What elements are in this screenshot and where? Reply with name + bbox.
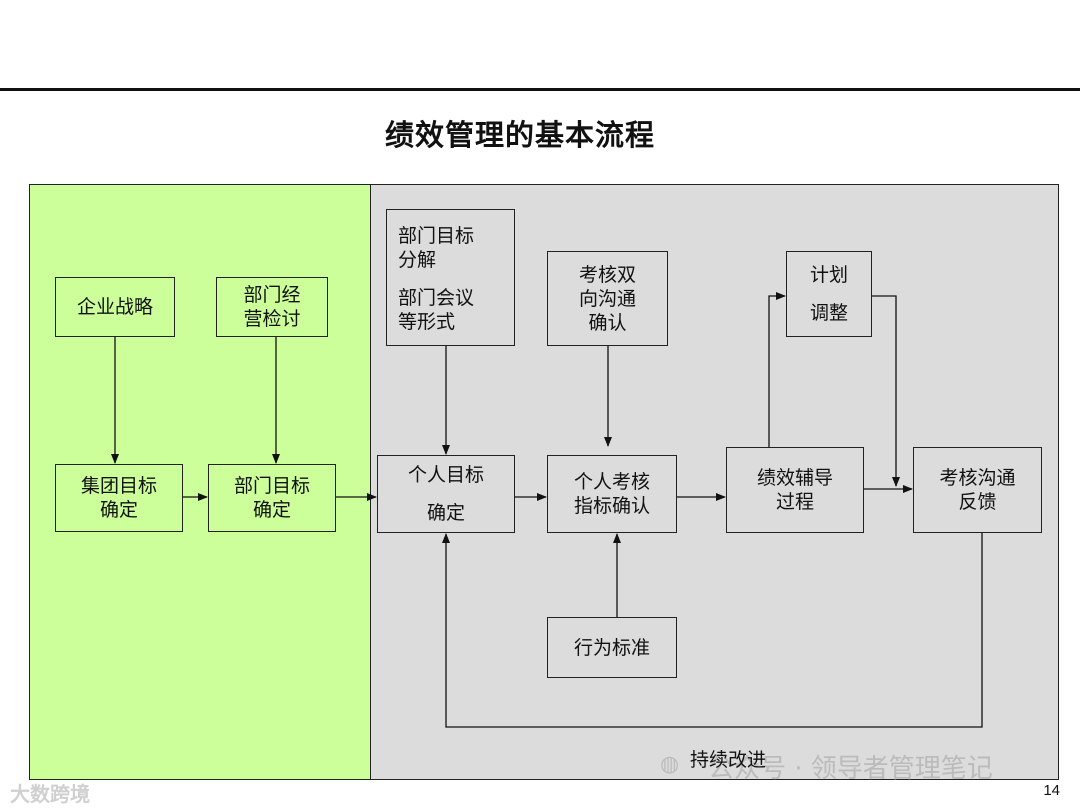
box-line: 向沟通 [578, 287, 636, 310]
arrow-plan-adjust-to-feedback [872, 295, 900, 487]
box-line: 计划 [809, 264, 848, 286]
box-two-way-confirm: 考核双 向沟通 确认 [547, 251, 668, 346]
top-rule [0, 88, 1080, 91]
box-dept-review: 部门经 营检讨 [216, 277, 328, 337]
box-line: 分解 [398, 249, 437, 271]
box-line: 绩效辅导 [756, 467, 833, 489]
box-line: 企业战略 [76, 296, 153, 318]
box-line: 部门目标 [233, 475, 310, 497]
box-personal-index: 个人考核 指标确认 [547, 455, 677, 533]
box-line: 考核双 [578, 263, 636, 286]
box-line: 确定 [99, 499, 138, 521]
page-number: 14 [1043, 782, 1060, 799]
box-line: 个人目标 [407, 464, 484, 486]
box-line: 反馈 [958, 491, 997, 513]
arrow-feedback-loop-to-personal-goal [442, 533, 983, 728]
box-line: 集团目标 [80, 475, 157, 497]
page-title: 绩效管理的基本流程 [384, 118, 655, 152]
box-line: 调整 [809, 302, 848, 324]
box-line: 指标确认 [573, 495, 650, 517]
wechat-icon: ◍ [660, 752, 680, 777]
box-line: 过程 [775, 491, 814, 513]
box-line: 等形式 [398, 311, 456, 333]
box-plan-adjust: 计划 调整 [786, 251, 872, 337]
box-personal-goal: 个人目标 确定 [377, 455, 515, 533]
box-enterprise-strategy: 企业战略 [55, 277, 175, 337]
box-dept-decompose: 部门目标 分解 部门会议 等形式 [386, 209, 515, 346]
box-line: 考核沟通 [939, 467, 1016, 489]
box-line: 营检讨 [243, 308, 301, 330]
box-dept-goal: 部门目标 确定 [208, 464, 336, 532]
box-behavior-standard: 行为标准 [547, 617, 677, 678]
box-line: 部门经 [243, 284, 301, 306]
box-line: 确认 [588, 311, 627, 334]
continuous-improvement-label: 持续改进 [690, 749, 767, 771]
brand-watermark: 大数跨境 [10, 782, 90, 806]
watermark: 公众号 · 领导者管理笔记 [708, 754, 993, 784]
box-group-goal: 集团目标 确定 [55, 464, 183, 532]
box-line: 确定 [252, 499, 291, 521]
box-line: 确定 [426, 502, 465, 524]
box-line: 部门会议 [398, 287, 475, 309]
box-coaching-process: 绩效辅导 过程 [726, 447, 864, 533]
box-feedback: 考核沟通 反馈 [913, 447, 1042, 533]
box-line: 部门目标 [398, 225, 475, 247]
box-line: 个人考核 [573, 471, 650, 493]
box-line: 行为标准 [573, 636, 650, 659]
arrow-coaching-to-plan-adjust [768, 292, 786, 447]
